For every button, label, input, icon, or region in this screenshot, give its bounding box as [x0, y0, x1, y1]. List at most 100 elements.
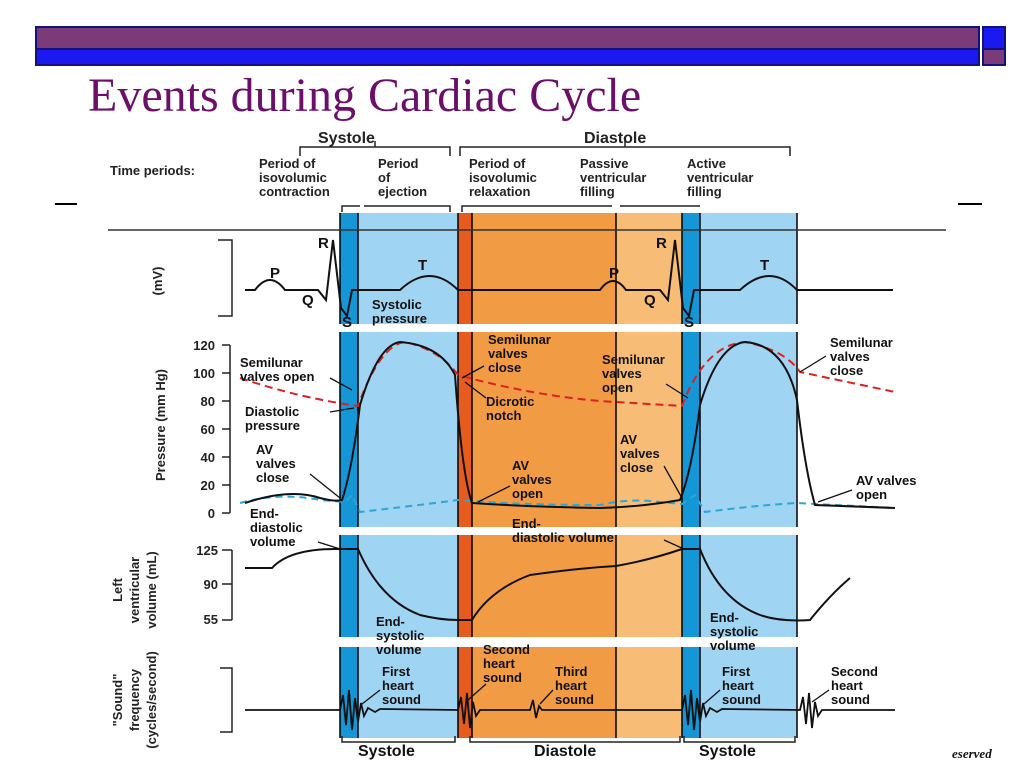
period-2-line-2: of	[378, 170, 391, 185]
sound-axis-line-2: frequency	[127, 668, 142, 731]
ecg-q-2: Q	[644, 292, 656, 309]
third-sound-line-3: sound	[555, 692, 594, 707]
period-4-line-2: ventricular	[580, 170, 646, 185]
period-1-line-2: isovolumic	[259, 170, 327, 185]
atrial-pressure-curve	[239, 493, 896, 514]
pressure-labels: Systolic pressure Semilunar valves open …	[240, 297, 916, 502]
volume-labels: End- diastolic volume End- systolic volu…	[250, 506, 758, 657]
av-close-2-line-2: valves	[620, 446, 660, 461]
esv-1-line-1: End-	[376, 614, 405, 629]
footer-copyright-fragment: eserved	[952, 746, 992, 761]
band-ejection-2	[700, 213, 797, 738]
first-sound-1-line-1: First	[382, 664, 411, 679]
top-bar-blue	[35, 50, 980, 66]
ecg-r-1: R	[318, 235, 329, 252]
volume-axis-line-2: ventricular	[127, 557, 142, 623]
volume-axis-line-1: Left	[110, 577, 125, 602]
left-dash	[55, 203, 77, 205]
period-5-line-1: Active	[687, 156, 726, 171]
panel-separators	[245, 324, 800, 647]
first-sound-1-line-2: heart	[382, 678, 414, 693]
semilunar-open-1-line-1: Semilunar	[240, 355, 303, 370]
pressure-tick-0: 0	[208, 506, 215, 521]
band-active-filling	[616, 213, 682, 738]
volume-curve	[245, 547, 851, 622]
av-open-1-line-2: valves	[512, 472, 552, 487]
esv-2-line-1: End-	[710, 610, 739, 625]
sound-axis-line-3: (cycles/second)	[144, 651, 159, 749]
semilunar-close-1-line-1: Semilunar	[488, 332, 551, 347]
dicrotic-notch-line-1: Dicrotic	[486, 394, 534, 409]
av-close-1-line-1: AV	[256, 442, 273, 457]
dicrotic-notch-line-2: notch	[486, 408, 521, 423]
pressure-tick-60: 60	[201, 422, 215, 437]
volume-ticks: 125 90 55	[196, 543, 218, 627]
first-sound-1-line-3: sound	[382, 692, 421, 707]
bottom-systole-1: Systole	[358, 743, 415, 760]
period-3-line-1: Period of	[469, 156, 526, 171]
band-ejection	[358, 213, 458, 738]
second-sound-2-line-1: Second	[831, 664, 878, 679]
bottom-diastole: Diastole	[534, 743, 596, 760]
sound-leader-lines	[361, 683, 830, 705]
ecg-panel: (mV) P Q R S T P Q R S T	[150, 235, 893, 331]
band-isovolumic-contraction-2	[682, 213, 700, 738]
sound-labels: First heart sound Second heart sound Thi…	[382, 642, 878, 707]
ecg-t-2: T	[760, 257, 769, 274]
sound-axis-line-1: "Sound"	[110, 674, 125, 727]
volume-tick-125: 125	[196, 543, 218, 558]
period-4-line-1: Passive	[580, 156, 628, 171]
ecg-t-1: T	[418, 257, 427, 274]
bottom-phase-labels: Systole Diastole Systole	[341, 736, 796, 760]
pressure-tick-80: 80	[201, 394, 215, 409]
semilunar-close-2-line-2: valves	[830, 349, 870, 364]
ventricular-pressure-curve	[244, 340, 896, 510]
ecg-axis-label: (mV)	[150, 267, 165, 296]
second-sound-1-line-1: Second	[483, 642, 530, 657]
semilunar-open-2-line-1: Semilunar	[602, 352, 665, 367]
period-3-line-2: isovolumic	[469, 170, 537, 185]
pressure-tick-20: 20	[201, 478, 215, 493]
ecg-r-2: R	[656, 235, 667, 252]
pressure-leader-lines	[309, 355, 853, 503]
period-5-line-3: filling	[687, 184, 722, 199]
diastolic-pressure-line-1: Diastolic	[245, 404, 299, 419]
period-labels: Period of isovolumic contraction Period …	[259, 156, 753, 199]
period-4-line-3: filling	[580, 184, 615, 199]
esv-2-line-3: volume	[710, 638, 756, 653]
ecg-trace	[245, 239, 893, 319]
phase-bands	[340, 213, 797, 738]
systolic-pressure-line-1: Systolic	[372, 297, 422, 312]
corner-square-blue	[982, 26, 1006, 50]
header-brackets	[299, 141, 791, 212]
time-periods-label: Time periods:	[110, 163, 195, 178]
volume-axis-line-3: volume (mL)	[144, 551, 159, 628]
volume-axis-label: Left ventricular volume (mL)	[110, 551, 159, 628]
top-bar-purple	[35, 26, 980, 50]
av-close-1-line-3: close	[256, 470, 289, 485]
period-1-line-1: Period of	[259, 156, 316, 171]
edv-2-line-2: diastolic volume	[512, 530, 614, 545]
av-close-2-line-3: close	[620, 460, 653, 475]
right-dash	[958, 203, 982, 205]
second-sound-1-line-3: sound	[483, 670, 522, 685]
semilunar-close-2-line-1: Semilunar	[830, 335, 893, 350]
period-5-line-2: ventricular	[687, 170, 753, 185]
pressure-panel: Pressure (mm Hg) 120 100 80 60 40 20 0 S…	[153, 297, 916, 521]
volume-tick-55: 55	[204, 612, 218, 627]
ecg-q-1: Q	[302, 292, 314, 309]
edv-1-line-1: End-	[250, 506, 279, 521]
sound-axis-bracket	[220, 667, 233, 733]
second-sound-1-line-2: heart	[483, 656, 515, 671]
ecg-axis-bracket	[218, 239, 233, 317]
av-open-1-line-3: open	[512, 486, 543, 501]
first-sound-2-line-1: First	[722, 664, 751, 679]
pressure-axis-label: Pressure (mm Hg)	[153, 369, 168, 481]
semilunar-open-1-line-2: valves open	[240, 369, 314, 384]
period-1-line-3: contraction	[259, 184, 330, 199]
bottom-systole-2: Systole	[699, 743, 756, 760]
systolic-pressure-line-2: pressure	[372, 311, 427, 326]
volume-leader-lines	[317, 539, 685, 550]
esv-1-line-3: volume	[376, 642, 422, 657]
